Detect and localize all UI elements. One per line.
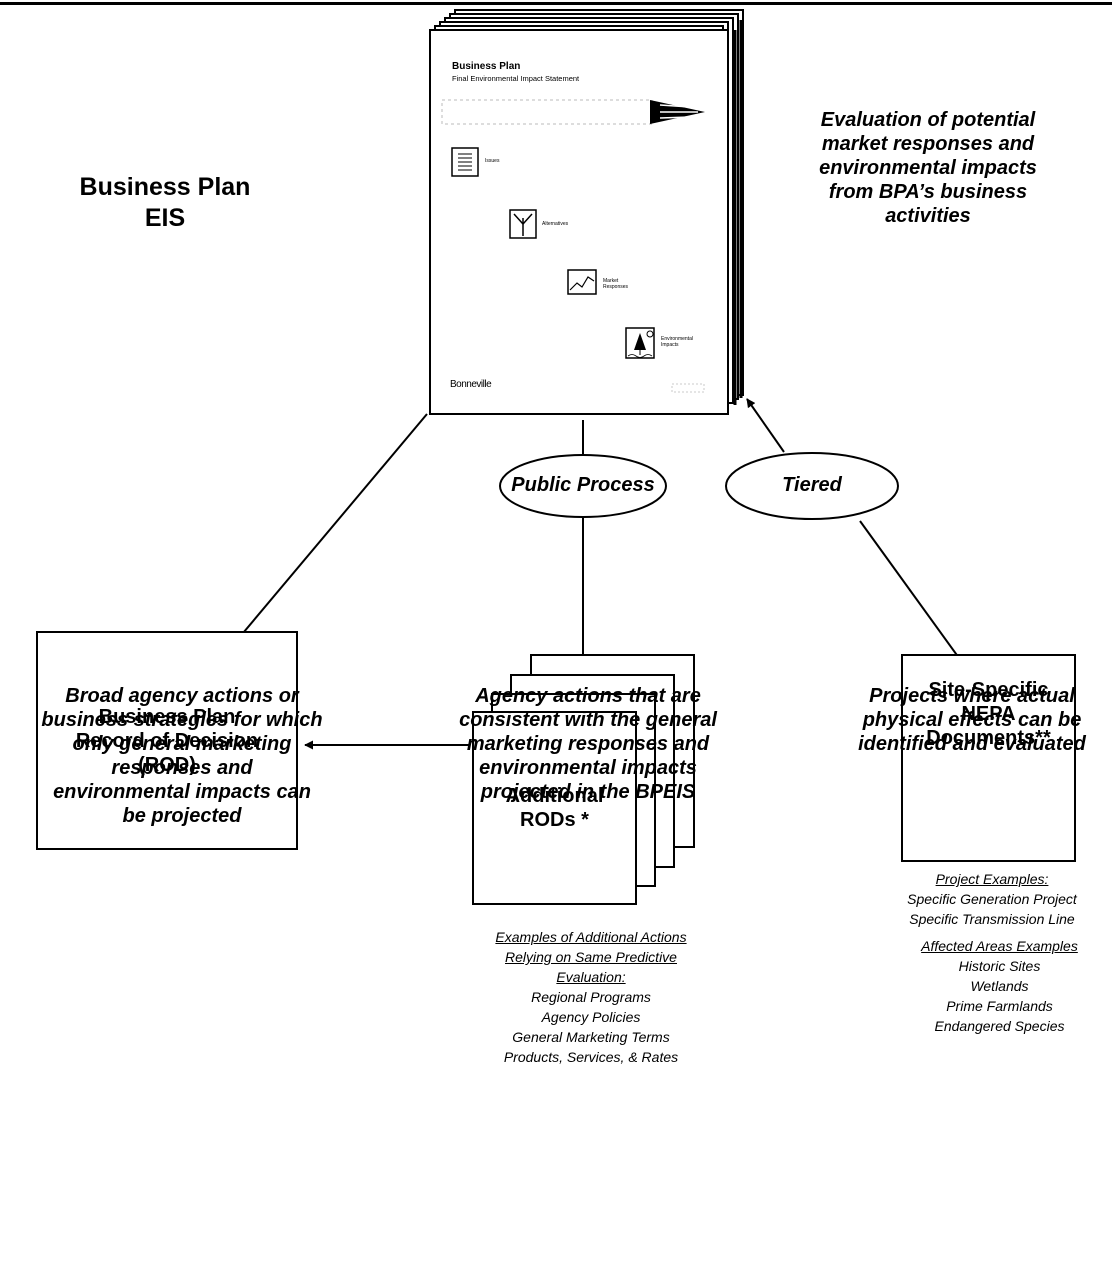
alternatives-icon: [509, 209, 537, 239]
connectors: [211, 398, 973, 750]
cover-section-environmental: Environmental Impacts: [661, 336, 693, 348]
line-projects-to-tiered: [859, 520, 973, 677]
list-item: Prime Farmlands: [946, 998, 1053, 1014]
arrow-to-broad-actions: [211, 413, 428, 671]
additional-rods-label: Additional RODs *: [505, 785, 604, 831]
list-item: Wetlands: [970, 978, 1029, 994]
project-examples: Project Examples: Specific Generation Pr…: [872, 869, 1112, 929]
tiered-label: Tiered: [782, 474, 842, 496]
tiered-oval: [725, 452, 899, 520]
bonneville-logo: Bonneville: [450, 379, 492, 390]
list-item: Specific Generation Project: [907, 891, 1077, 907]
environmental-impacts-icon: [625, 327, 655, 359]
top-rule: [0, 2, 1112, 5]
evaluation-text: Evaluation of potential market responses…: [819, 109, 1037, 227]
additional-rods-stack: [472, 654, 695, 905]
affected-areas-examples: Affected Areas Examples Historic Sites W…: [887, 936, 1112, 1036]
list-item: Products, Services, & Rates: [503, 1049, 679, 1065]
issues-icon: [451, 147, 479, 177]
market-responses-icon: [567, 269, 597, 295]
broad-actions-text: Broad agency actions or business strateg…: [41, 685, 323, 827]
rod-box-label: Business Plan Record of Decision (ROD): [75, 705, 259, 776]
list-item: Specific Transmission Line: [909, 911, 1075, 927]
agency-actions-text: Agency actions that are consistent with …: [459, 685, 717, 803]
site-specific-box: [901, 654, 1076, 862]
business-plan-eis-label: Business Plan EIS: [79, 173, 251, 232]
rod-box: [36, 631, 298, 850]
cover-section-issues: Issues: [485, 158, 500, 164]
public-process-oval: [499, 454, 667, 518]
list-item: Historic Sites: [958, 958, 1041, 974]
cover-section-market: Market Responses: [603, 278, 629, 290]
projects-text: Projects where actual physical effects c…: [858, 685, 1086, 755]
list-item: Regional Programs: [531, 989, 651, 1005]
cover-section-alternatives: Alternatives: [542, 221, 569, 227]
cover-graphics: [441, 99, 705, 393]
list-item: Endangered Species: [934, 1018, 1065, 1034]
arrow-tiered-to-cover: [746, 398, 785, 453]
list-item: General Marketing Terms: [512, 1029, 670, 1045]
examples-additional-actions: Examples of Additional Actions Relying o…: [440, 927, 742, 1067]
cover-subtitle: Final Environmental Impact Statement: [452, 74, 580, 83]
public-process-label: Public Process: [511, 474, 655, 496]
list-item: Agency Policies: [541, 1009, 641, 1025]
document-stack: [429, 9, 744, 415]
cover-title: Business Plan: [452, 61, 521, 72]
site-specific-label: Site-Specific NEPA Documents**: [926, 679, 1051, 749]
